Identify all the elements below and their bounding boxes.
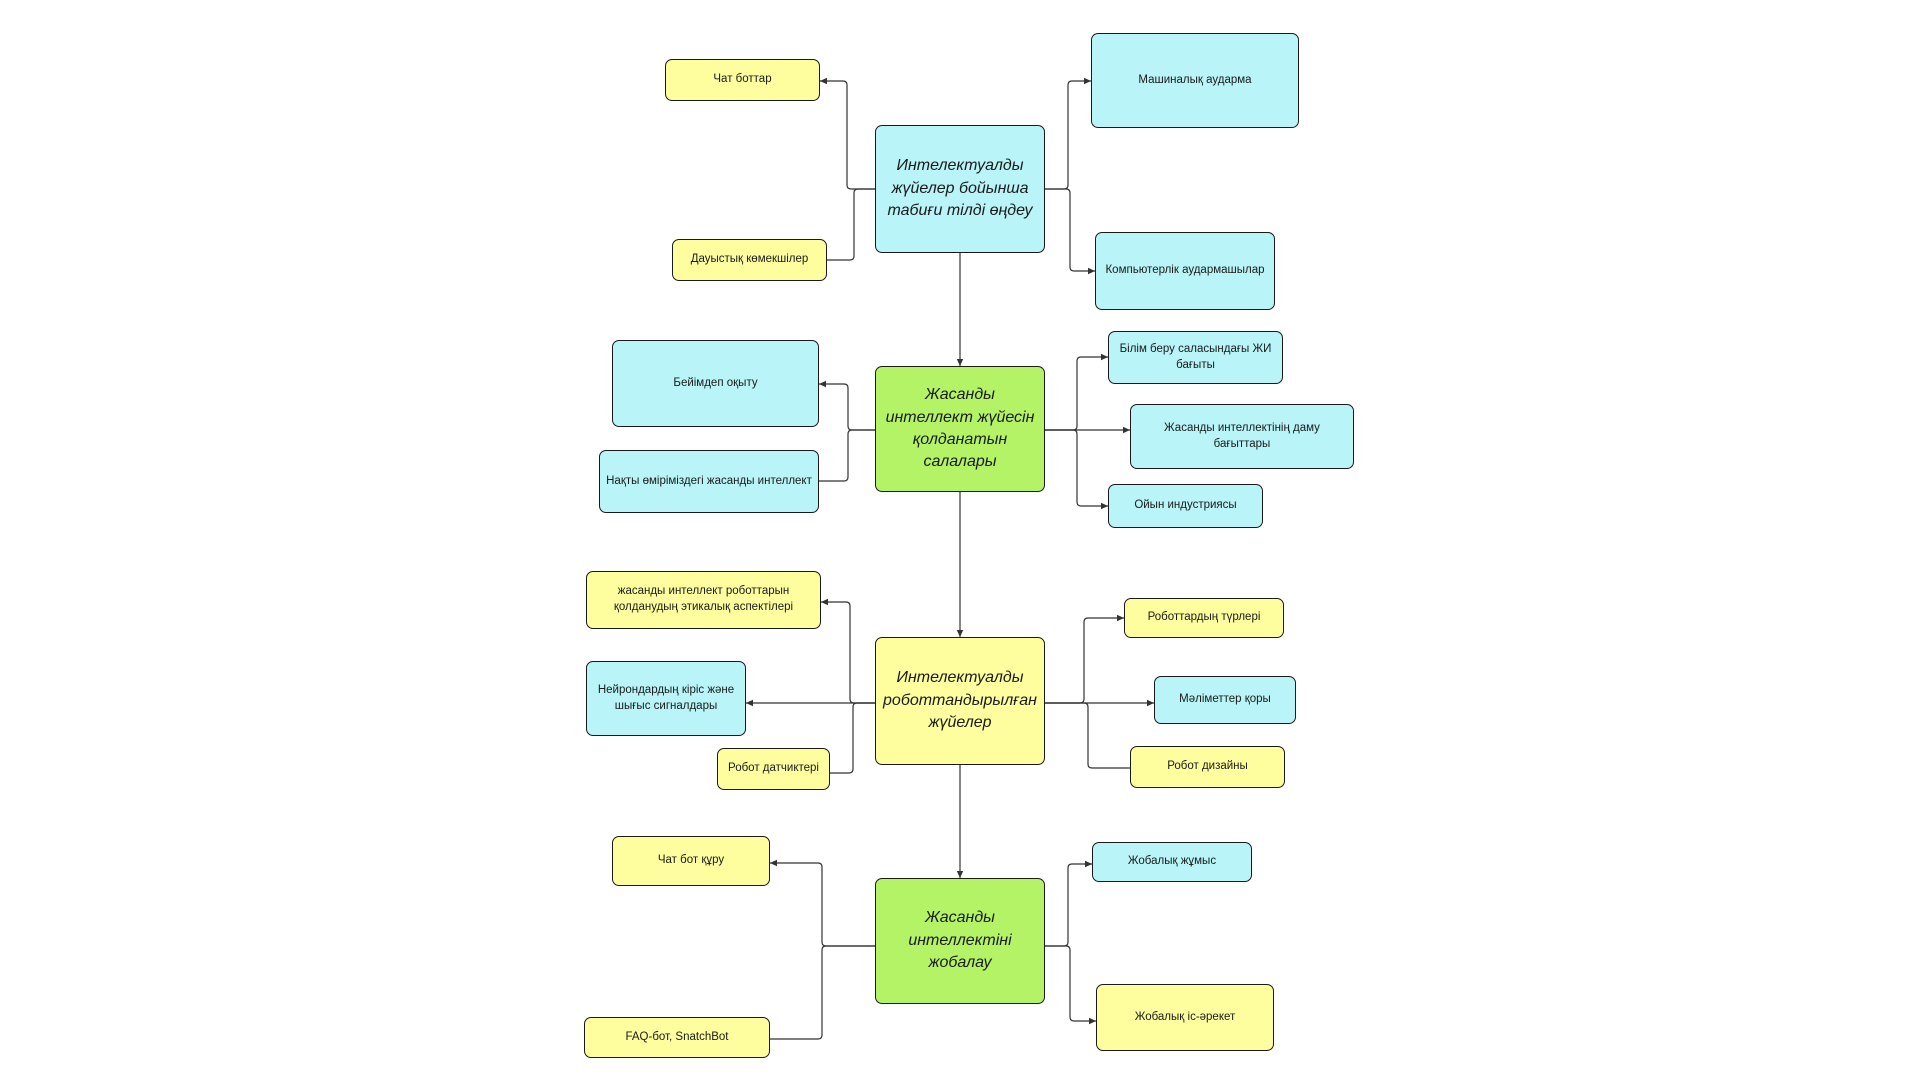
leaf-label: Машиналық аударма	[1138, 73, 1252, 86]
link-design-faq	[770, 945, 875, 1040]
leaf-faq-bot[interactable]: FAQ-бот, SnatchBot	[584, 1017, 770, 1058]
leaf-label: Білім беру саласындағы ЖИ бағыты	[1119, 342, 1272, 371]
leaf-label: Жобалық жұмыс	[1127, 855, 1217, 868]
leaf-computer-translators[interactable]: Компьютерлік аудармашылар	[1095, 232, 1275, 310]
main-node-nlp[interactable]: Интелектуалды жүйелер бойынша табиғи тіл…	[875, 125, 1045, 253]
link-design-chatbot	[770, 859, 875, 947]
leaf-label: Дауыстық көмекшілер	[690, 253, 809, 266]
leaf-label: Ойын индустриясы	[1134, 499, 1237, 512]
link-robotic-types	[1045, 614, 1124, 704]
leaf-ai-in-education[interactable]: Білім беру саласындағы ЖИ бағыты	[1108, 331, 1283, 384]
leaf-real-life-ai[interactable]: Нақты өміріміздегі жасанды интеллект	[599, 450, 819, 513]
leaf-label: FAQ-бот, SnatchBot	[625, 1030, 729, 1043]
link-fields-game	[1045, 429, 1108, 510]
leaf-label: Нақты өміріміздегі жасанды интеллект	[606, 474, 812, 487]
leaf-label: Чат бот құру	[657, 854, 725, 867]
leaf-project-work[interactable]: Жобалық жұмыс	[1092, 842, 1252, 882]
leaf-robot-design[interactable]: Робот дизайны	[1130, 746, 1285, 788]
leaf-label: Компьютерлік аудармашылар	[1105, 264, 1265, 277]
main-node-label: Жасанды интеллектіні жобалау	[908, 909, 1012, 972]
leaf-project-activity[interactable]: Жобалық іс-әрекет	[1096, 984, 1274, 1051]
link-nlp-voice	[827, 188, 875, 261]
link-nlp-machine	[1045, 77, 1091, 190]
link-design-projectactivity	[1045, 945, 1096, 1025]
link-nlp-computer	[1045, 188, 1095, 275]
link-robotic-sensors	[830, 702, 875, 774]
main-node-ai-design[interactable]: Жасанды интеллектіні жобалау	[875, 878, 1045, 1004]
leaf-label: Робот датчиктері	[728, 762, 819, 775]
main-node-label: Интелектуалды жүйелер бойынша табиғи тіл…	[887, 157, 1033, 220]
leaf-ai-development[interactable]: Жасанды интеллектінің даму бағыттары	[1130, 404, 1354, 469]
leaf-build-chatbot[interactable]: Чат бот құру	[612, 836, 770, 886]
main-node-label: Жасанды интеллект жүйесін қолданатын сал…	[885, 386, 1035, 471]
link-design-projectwork	[1045, 860, 1092, 947]
leaf-robot-types[interactable]: Роботтардың түрлері	[1124, 598, 1284, 638]
link-robotic-ethics	[821, 598, 875, 704]
leaf-label: Жасанды интеллектінің даму бағыттары	[1164, 421, 1320, 450]
leaf-label: Робот дизайны	[1167, 760, 1248, 773]
leaf-machine-translation[interactable]: Машиналық аударма	[1091, 33, 1299, 128]
leaf-chatbots[interactable]: Чат боттар	[665, 59, 820, 101]
leaf-adaptive-learning[interactable]: Бейімдеп оқыту	[612, 340, 819, 427]
main-node-label: Интелектуалды роботтандырылған жүйелер	[883, 669, 1037, 732]
link-nlp-chatbots	[820, 77, 875, 190]
leaf-label: Бейімдеп оқыту	[673, 376, 758, 389]
link-fields-adaptive	[819, 380, 875, 431]
leaf-voice-assistants[interactable]: Дауыстық көмекшілер	[672, 239, 827, 281]
link-robotic-design	[1045, 702, 1130, 769]
leaf-neuron-signals[interactable]: Нейрондардың кіріс және шығыс сигналдары	[586, 661, 746, 736]
leaf-label: жасанды интеллект роботтарын қолданудың …	[613, 585, 794, 613]
main-node-robotic-systems[interactable]: Интелектуалды роботтандырылған жүйелер	[875, 637, 1045, 765]
leaf-label: Роботтардың түрлері	[1147, 611, 1261, 624]
leaf-robot-sensors[interactable]: Робот датчиктері	[717, 748, 830, 790]
leaf-label: Жобалық іс-әрекет	[1134, 1010, 1236, 1023]
link-fields-reallife	[819, 429, 875, 482]
leaf-label: Нейрондардың кіріс және шығыс сигналдары	[597, 683, 735, 712]
leaf-label: Чат боттар	[713, 73, 772, 86]
leaf-game-industry[interactable]: Ойын индустриясы	[1108, 484, 1263, 528]
leaf-ethics[interactable]: жасанды интеллект роботтарын қолданудың …	[586, 571, 821, 629]
leaf-database[interactable]: Мәліметтер қоры	[1154, 676, 1296, 724]
main-node-ai-fields[interactable]: Жасанды интеллект жүйесін қолданатын сал…	[875, 366, 1045, 492]
link-fields-education	[1045, 353, 1108, 431]
leaf-label: Мәліметтер қоры	[1179, 693, 1271, 706]
